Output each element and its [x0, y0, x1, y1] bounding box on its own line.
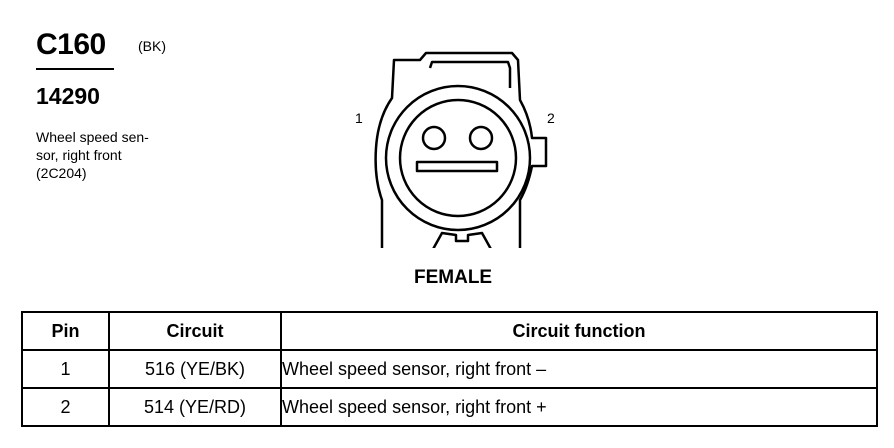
pin-1-label: 1: [355, 110, 363, 126]
pinout-table: Pin Circuit Circuit function 1 516 (YE/B…: [21, 311, 878, 427]
cell-circuit: 516 (YE/BK): [108, 349, 282, 389]
header-pin: Pin: [21, 311, 110, 351]
header-circuit-function: Circuit function: [280, 311, 878, 351]
description-line: (2C204): [36, 165, 87, 181]
cell-circuit: 514 (YE/RD): [108, 387, 282, 427]
key-slot: [415, 160, 499, 173]
connector-id: C160: [36, 28, 106, 61]
connector-housing-outline: [374, 51, 548, 248]
connector-rim: [384, 84, 532, 232]
pin-1-cavity: [421, 125, 447, 151]
cell-pin: 2: [21, 387, 110, 427]
cell-circuit-function: Wheel speed sensor, right front –: [280, 349, 878, 389]
cell-pin: 1: [21, 349, 110, 389]
connector-gender-label: FEMALE: [414, 267, 493, 288]
cell-circuit-function: Wheel speed sensor, right front +: [280, 387, 878, 427]
title-rule: [36, 68, 114, 70]
part-number: 14290: [36, 83, 100, 109]
connector-housing-inner: [428, 60, 512, 88]
connector-face-diagram: [374, 51, 548, 248]
connector-description: Wheel speed sen- sor, right front (2C204…: [36, 128, 149, 182]
table-row: 2 514 (YE/RD) Wheel speed sensor, right …: [21, 387, 878, 427]
table-header-row: Pin Circuit Circuit function: [21, 311, 878, 351]
pin-2-cavity: [468, 125, 494, 151]
connector-face: [398, 98, 518, 218]
pin-2-label: 2: [547, 110, 555, 126]
table-row: 1 516 (YE/BK) Wheel speed sensor, right …: [21, 349, 878, 389]
connector-color: (BK): [138, 38, 166, 54]
description-line: sor, right front: [36, 147, 122, 163]
description-line: Wheel speed sen-: [36, 129, 149, 145]
header-circuit: Circuit: [108, 311, 282, 351]
